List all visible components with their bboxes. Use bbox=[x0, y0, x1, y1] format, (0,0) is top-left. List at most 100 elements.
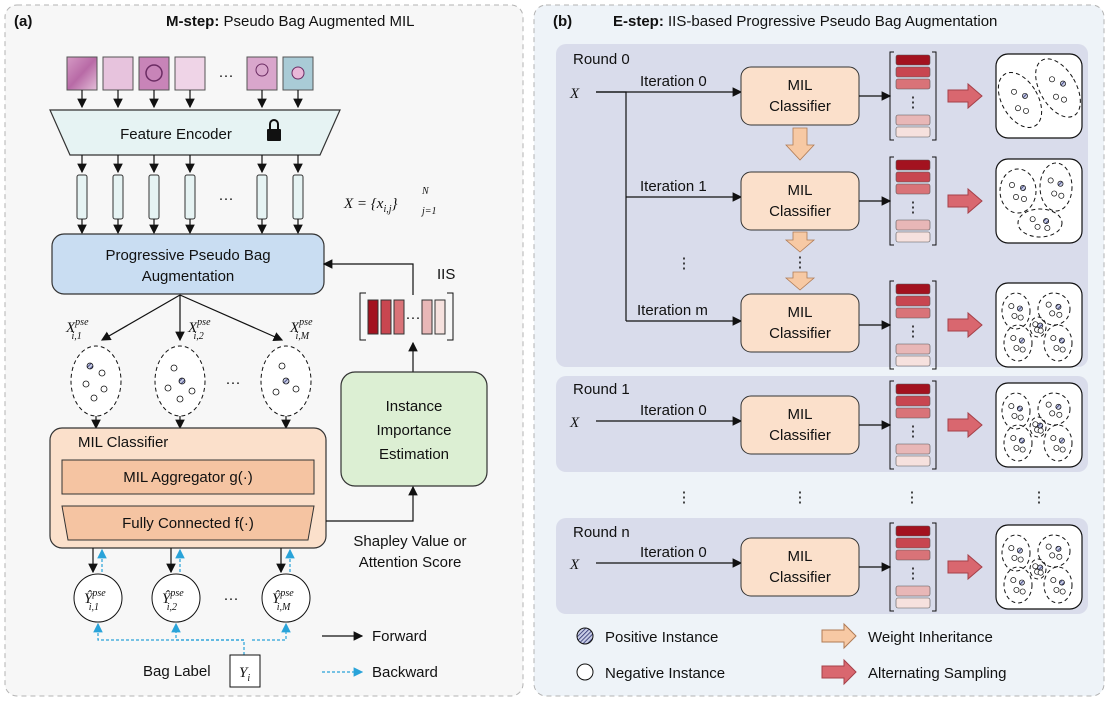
iteration-1-label: Iteration 1 bbox=[640, 178, 707, 195]
negative-instance-icon bbox=[576, 663, 594, 681]
pseudo-bag bbox=[999, 168, 1037, 214]
negative-instance bbox=[1056, 311, 1063, 318]
score-bracket bbox=[889, 380, 894, 470]
legend-negative: Negative Instance bbox=[605, 665, 725, 682]
svg-text:⋮: ⋮ bbox=[677, 489, 692, 506]
negative-instance bbox=[1017, 556, 1024, 563]
iteration-rows: ⋮⋮⋮⋮⋮ bbox=[859, 51, 1083, 612]
pseudo-bag bbox=[1037, 392, 1071, 426]
negative-instance bbox=[1032, 321, 1039, 328]
fully-connected-label: Fully Connected f(·) bbox=[122, 515, 254, 532]
iteration-ellipsis: ⋮ bbox=[677, 255, 692, 272]
positive-instance bbox=[1018, 437, 1025, 444]
negative-instance bbox=[1010, 577, 1017, 584]
negative-instance bbox=[1044, 225, 1051, 232]
positive-instance bbox=[1055, 303, 1062, 310]
score-cell bbox=[895, 283, 931, 295]
weight-inheritance-arrow bbox=[784, 231, 816, 253]
negative-instance bbox=[1053, 444, 1060, 451]
pseudo-bag-group bbox=[995, 158, 1083, 244]
score-cell bbox=[895, 183, 931, 195]
positive-instance bbox=[1018, 337, 1025, 344]
negative-instance bbox=[1059, 346, 1066, 353]
svg-text:MIL: MIL bbox=[787, 304, 812, 321]
panel-b-legend: Positive Instance Negative Instance Weig… bbox=[576, 622, 1006, 686]
negative-instance bbox=[1010, 335, 1017, 342]
legend-positive: Positive Instance bbox=[605, 629, 718, 646]
panel-a: (a) M-step: Pseudo Bag Augmented MIL ···… bbox=[4, 4, 524, 697]
bag-to-classifier-arrows bbox=[91, 416, 291, 430]
svg-text:Classifier: Classifier bbox=[769, 203, 831, 220]
equation-subscript: j=1 bbox=[420, 206, 437, 217]
score-ellipsis: ⋮ bbox=[906, 199, 921, 216]
pseudo-bag bbox=[1017, 208, 1063, 238]
score-bracket bbox=[932, 51, 937, 141]
feature-encoder bbox=[49, 109, 341, 156]
shapley-label-line2: Attention Score bbox=[359, 554, 462, 571]
score-cell bbox=[895, 525, 931, 537]
round-1-iteration-label: Iteration 0 bbox=[640, 402, 707, 419]
tissue-patch-image bbox=[246, 56, 278, 91]
svg-text:⋮: ⋮ bbox=[1032, 489, 1047, 506]
score-ellipsis: ⋮ bbox=[906, 565, 921, 582]
legend-weight-inheritance: Weight Inheritance bbox=[868, 629, 993, 646]
negative-instance bbox=[1045, 543, 1052, 550]
negative-instance bbox=[1021, 196, 1027, 202]
round-1-label: Round 1 bbox=[573, 381, 630, 398]
prediction-ellipsis: ··· bbox=[224, 590, 239, 607]
positive-instance bbox=[1022, 92, 1028, 99]
positive-instance bbox=[1058, 337, 1065, 344]
score-cell bbox=[895, 78, 931, 90]
pseudo-bag bbox=[1003, 566, 1033, 604]
negative-instance bbox=[1053, 344, 1060, 351]
negative-instance bbox=[1049, 552, 1056, 559]
svg-text:MIL: MIL bbox=[787, 182, 812, 199]
negative-instance bbox=[1013, 586, 1020, 593]
pseudo-bag-ellipsis: ··· bbox=[226, 374, 241, 391]
iie-label-line2: Importance bbox=[376, 422, 451, 439]
feature-encoder-label: Feature Encoder bbox=[120, 126, 232, 143]
alternating-sampling-arrow bbox=[947, 411, 983, 439]
pseudo-bag bbox=[1029, 316, 1047, 338]
prediction-node-m bbox=[261, 573, 311, 623]
negative-instance bbox=[1029, 216, 1036, 223]
pseudo-bag bbox=[1037, 292, 1071, 326]
iteration-m-label: Iteration m bbox=[637, 302, 708, 319]
negative-instance bbox=[1037, 327, 1044, 334]
positive-instance bbox=[1020, 185, 1026, 191]
prediction-node-1 bbox=[73, 573, 123, 623]
panel-b-tag: (b) bbox=[553, 13, 572, 30]
score-cell bbox=[895, 54, 931, 66]
negative-instance bbox=[1053, 586, 1060, 593]
encoder-to-feature-arrows bbox=[77, 155, 303, 174]
svg-text:MIL: MIL bbox=[787, 77, 812, 94]
svg-text:Classifier: Classifier bbox=[769, 325, 831, 342]
negative-instance bbox=[1056, 411, 1063, 418]
negative-instance bbox=[1011, 412, 1018, 419]
positive-instance bbox=[1016, 305, 1023, 312]
alternating-sampling-arrow bbox=[947, 187, 983, 215]
negative-instance bbox=[1011, 88, 1017, 95]
svg-text:MIL: MIL bbox=[787, 406, 812, 423]
negative-instance bbox=[1037, 427, 1044, 434]
feature-ellipsis: ··· bbox=[219, 190, 234, 207]
score-cell bbox=[895, 355, 931, 367]
score-ellipsis: ⋮ bbox=[906, 94, 921, 111]
negative-instance bbox=[1017, 314, 1024, 321]
panel-a-tag: (a) bbox=[14, 13, 32, 30]
alternating-sampling-arrow bbox=[947, 82, 983, 110]
pseudo-bag bbox=[1003, 424, 1033, 462]
score-bracket bbox=[932, 280, 937, 370]
svg-text:Classifier: Classifier bbox=[769, 569, 831, 586]
weight-inheritance-arrow bbox=[785, 127, 815, 161]
panel-b-title: E-step: IIS-based Progressive Pseudo Bag… bbox=[613, 13, 997, 30]
svg-text:⋮: ⋮ bbox=[793, 254, 808, 271]
score-bracket bbox=[932, 522, 937, 612]
score-cell bbox=[895, 159, 931, 171]
ppba-label-line1: Progressive Pseudo Bag bbox=[105, 247, 270, 264]
tissue-patches: ··· bbox=[66, 56, 314, 91]
pseudo-bag bbox=[997, 72, 1043, 128]
iis-to-ppba-arrow bbox=[322, 259, 414, 295]
pseudo-bag bbox=[1001, 292, 1031, 330]
negative-instance bbox=[1023, 107, 1029, 114]
